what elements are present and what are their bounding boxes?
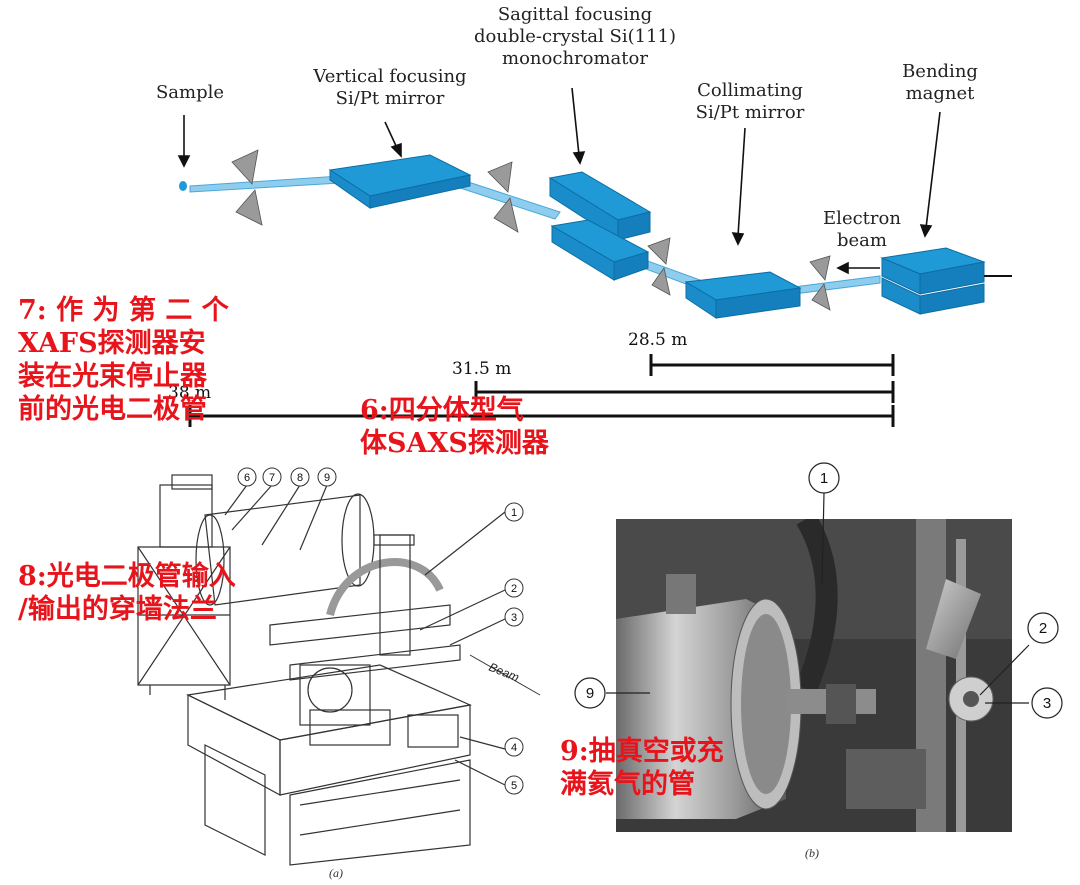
annotation-7: 7: 作 为 第 二 个 XAFS探测器安 装在光束停止器 前的光电二极管 [18, 295, 229, 425]
annotation-8: 8:光电二极管输入 /输出的穿墙法兰 [18, 561, 236, 625]
distance-label-2: 31.5 m [452, 359, 512, 379]
callout-a-6: 6 [244, 472, 250, 484]
label-vertical-mirror: Vertical focusing Si/Pt mirror [313, 66, 467, 109]
distance-label-3: 38 m [168, 383, 212, 403]
callout-b-1: 1 [820, 470, 828, 487]
callout-a-8: 8 [297, 472, 303, 484]
label-monochromator: Sagittal focusing double-crystal Si(111)… [474, 4, 676, 69]
callout-b-9: 9 [586, 685, 594, 702]
panel-a-drawing: 6 7 8 9 1 2 3 4 5 Beam [137, 467, 541, 866]
annotation-9: 9:抽真空或充 满氦气的管 [560, 736, 724, 800]
callout-a-3: 3 [511, 612, 517, 624]
callout-a-2: 2 [511, 583, 517, 595]
callout-a-7: 7 [269, 472, 275, 484]
sample-marker [179, 181, 187, 191]
monochromator-crystal-1 [548, 171, 652, 241]
label-collimating-mirror: Collimating Si/Pt mirror [695, 80, 805, 123]
annotation-6: 6:四分体型气 体SAXS探测器 [360, 395, 549, 459]
flight-tube [204, 494, 361, 606]
slit-assembly-3 [647, 237, 671, 296]
slit-assembly-4 [809, 255, 831, 311]
beam-label: Beam [487, 660, 521, 685]
saxs-detector-box [159, 484, 213, 548]
vertical-focusing-mirror [328, 154, 472, 209]
callout-b-2: 2 [1039, 620, 1047, 637]
callout-a-1: 1 [511, 507, 517, 519]
callout-b-3: 3 [1043, 695, 1051, 712]
beamline-schematic [177, 87, 1012, 427]
slit-assembly-2 [487, 161, 519, 233]
callout-a-4: 4 [511, 742, 517, 754]
distance-label-1: 28.5 m [628, 330, 688, 350]
label-bending-magnet: Bending magnet [902, 61, 978, 104]
monochromator-crystal-2 [550, 219, 650, 281]
callout-a-9: 9 [324, 472, 330, 484]
goniometer-arc [326, 558, 444, 617]
slit-assembly-1 [231, 149, 263, 226]
label-arrows [177, 87, 941, 275]
callout-a-5: 5 [511, 780, 517, 792]
caption-b: (b) [805, 846, 819, 860]
bending-magnet [880, 247, 986, 315]
label-sample: Sample [155, 82, 225, 103]
panel-b-photo [616, 519, 1012, 832]
label-electron-beam: Electron beam [823, 208, 901, 251]
panel-b-callouts: 1 2 3 9 [574, 462, 1063, 719]
collimating-mirror [684, 271, 802, 319]
caption-a: (a) [329, 866, 343, 880]
distance-bars [188, 354, 895, 427]
